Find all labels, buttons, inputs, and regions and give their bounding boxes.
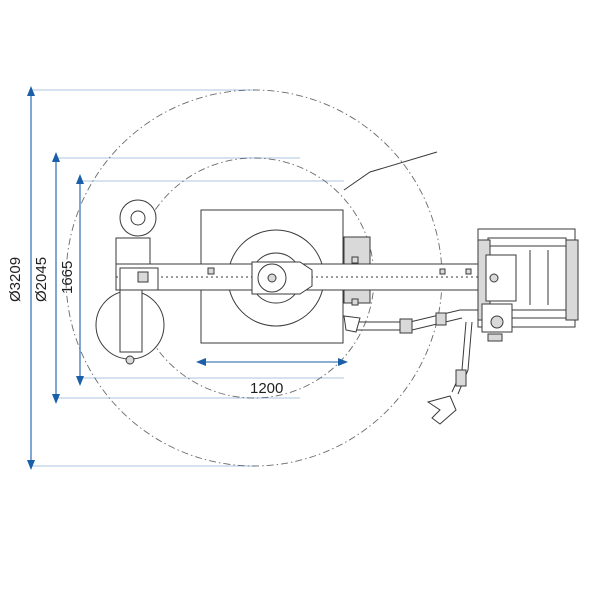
dim-3209-arrow-bottom <box>27 460 35 470</box>
cable-connector <box>343 315 361 333</box>
cable-clamp-1 <box>399 318 413 334</box>
motor-shaft <box>490 315 504 329</box>
gantry-inner-top <box>487 237 567 247</box>
film-roll-top-core <box>130 210 146 226</box>
dim-3209-label: Ø3209 <box>7 257 24 302</box>
mast-indicator <box>137 271 149 283</box>
hub-bolt <box>267 273 277 283</box>
arm-mark-4 <box>439 268 446 275</box>
dim-1200-label: 1200 <box>250 380 283 397</box>
dim-1665-label: 1665 <box>59 261 76 294</box>
gantry-rail-right <box>565 239 579 321</box>
cable-upper <box>352 309 478 323</box>
dim-2045-arrow-top <box>52 152 60 162</box>
leader-line <box>343 151 438 191</box>
film-carriage <box>119 289 143 353</box>
dim-3209-arrow-top <box>27 86 35 96</box>
cable-clamp-2 <box>435 312 447 326</box>
gripper <box>426 395 457 425</box>
arm-mark-2 <box>351 256 359 264</box>
arm-mark-5 <box>465 268 472 275</box>
dim-1665-arrow-bottom <box>76 376 84 386</box>
mast-head <box>115 237 151 265</box>
dim-1665-arrow-top <box>76 174 84 184</box>
dim-2045-label: Ø2045 <box>33 257 50 302</box>
arm-mark-1 <box>207 267 215 275</box>
dim-1200-arrow-right <box>338 358 348 366</box>
drop-arm-joint <box>455 369 467 387</box>
dim-2045-arrow-bottom <box>52 394 60 404</box>
arm-mark-3 <box>351 298 359 306</box>
gantry-carriage-bolt <box>489 273 499 283</box>
dim-1200-arrow-left <box>196 358 206 366</box>
film-roll-pin <box>125 355 135 365</box>
motor-cap <box>487 333 503 342</box>
